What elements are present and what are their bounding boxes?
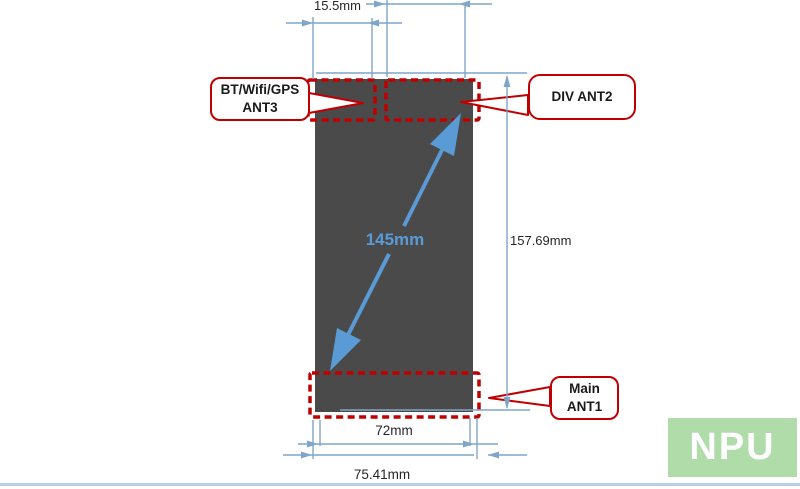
callout-ant2: DIV ANT2 (528, 74, 636, 120)
arrowhead (368, 19, 379, 27)
arrowhead (301, 451, 312, 459)
callout-ant3-line2: ANT3 (242, 100, 278, 115)
callout-ant1-line1: Main (569, 381, 600, 396)
arrowhead (459, 0, 470, 8)
callout-ant1: Main ANT1 (550, 376, 619, 420)
arrowhead (307, 440, 318, 448)
dimension-label-diagonal: 145mm (365, 230, 425, 249)
ant1-callout-pointer (488, 386, 551, 407)
arrowhead (503, 75, 511, 87)
arrowhead (374, 0, 385, 8)
callout-ant2-label: DIV ANT2 (551, 89, 613, 104)
dimension-label-top-offset: 15.5mm (314, 0, 361, 13)
arrowhead (302, 19, 313, 27)
dimension-label-body-height: 157.69mm (510, 233, 572, 248)
arrowhead (503, 397, 511, 409)
dimension-label-outer-width: 75.41mm (353, 467, 411, 482)
npu-watermark: NPU (668, 418, 797, 477)
callout-ant3-line1: BT/Wifi/GPS (220, 82, 300, 97)
bottom-divider-line (0, 483, 800, 486)
npu-watermark-text: NPU (689, 426, 776, 468)
dimension-label-inner-width: 72mm (375, 423, 413, 438)
callout-ant1-line2: ANT1 (566, 399, 603, 414)
callout-ant3: BT/Wifi/GPS ANT3 (210, 77, 310, 121)
arrowhead (463, 440, 474, 448)
arrowhead (488, 451, 499, 459)
